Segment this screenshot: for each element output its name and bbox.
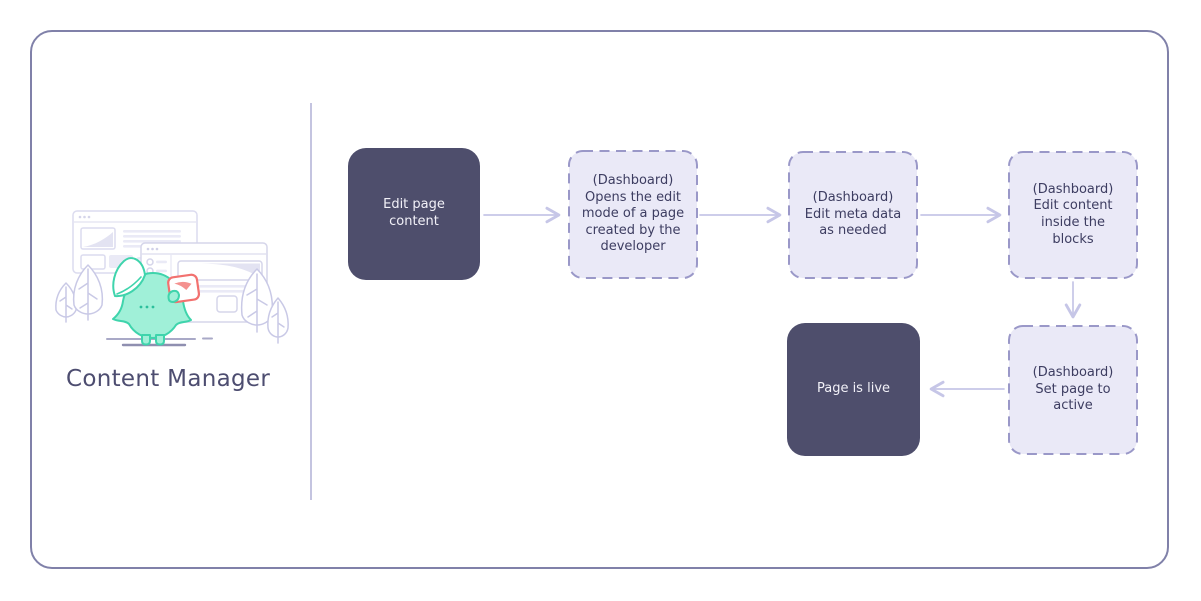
flow-node-label: (Dashboard) Edit meta data as needed: [804, 190, 902, 239]
content-manager-illustration: [55, 210, 289, 347]
flow-node-label: (Dashboard) Opens the edit mode of a pag…: [581, 172, 685, 255]
flow-node-label: (Dashboard) Edit content inside the bloc…: [1032, 181, 1114, 247]
panel-title: Content Manager: [66, 366, 271, 392]
flow-node-set-page-active: (Dashboard) Set page to active: [1008, 325, 1138, 455]
dashed-node-bg-set-page-active: [1008, 325, 1138, 455]
dashed-node-bg-edit-meta-data: [788, 151, 918, 279]
dashed-node-bg-open-edit-mode: [568, 150, 698, 279]
leaf-hat-icon: [112, 257, 146, 298]
flow-node-edit-content-blocks: (Dashboard) Edit content inside the bloc…: [1008, 151, 1138, 279]
flow-node-open-edit-mode: (Dashboard) Opens the edit mode of a pag…: [568, 150, 698, 279]
browser-window-back-icon: [72, 210, 198, 274]
mascot-icon: [112, 257, 201, 346]
dashed-node-bg-edit-content-blocks: [1008, 151, 1138, 279]
flow-node-edit-page-content: Edit page content: [348, 148, 480, 280]
leaf-plants-icon: [55, 264, 289, 344]
flow-node-label: (Dashboard) Set page to active: [1032, 365, 1114, 414]
flow-node-edit-meta-data: (Dashboard) Edit meta data as needed: [788, 151, 918, 279]
flow-node-label: Edit page content: [383, 197, 445, 229]
flow-node-label: Page is live: [816, 381, 891, 397]
flow-node-page-is-live: Page is live: [787, 323, 920, 456]
